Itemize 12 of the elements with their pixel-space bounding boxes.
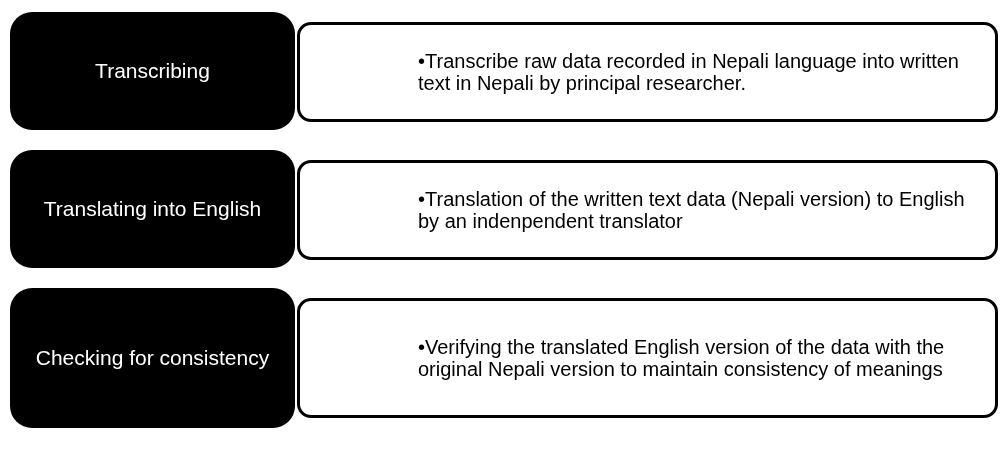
description-box — [297, 160, 998, 260]
step-title: Checking for consistency — [35, 346, 270, 370]
step-box — [10, 12, 295, 130]
step-description: •Verifying the translated English version of the data with the original Nepali version to maintain consistency of meanings — [418, 336, 946, 380]
description-box — [297, 298, 998, 418]
step-box — [10, 150, 295, 268]
step-title: Translating into English — [43, 197, 262, 221]
step-description: •Translation of the written text data (Nepali version) to English by an indenpendent translator — [418, 188, 966, 232]
step-title: Transcribing — [95, 59, 210, 83]
step-description: •Transcribe raw data recorded in Nepali language into written text in Nepali by principal researcher. — [418, 50, 960, 94]
description-box — [297, 22, 998, 122]
step-box — [10, 288, 295, 428]
